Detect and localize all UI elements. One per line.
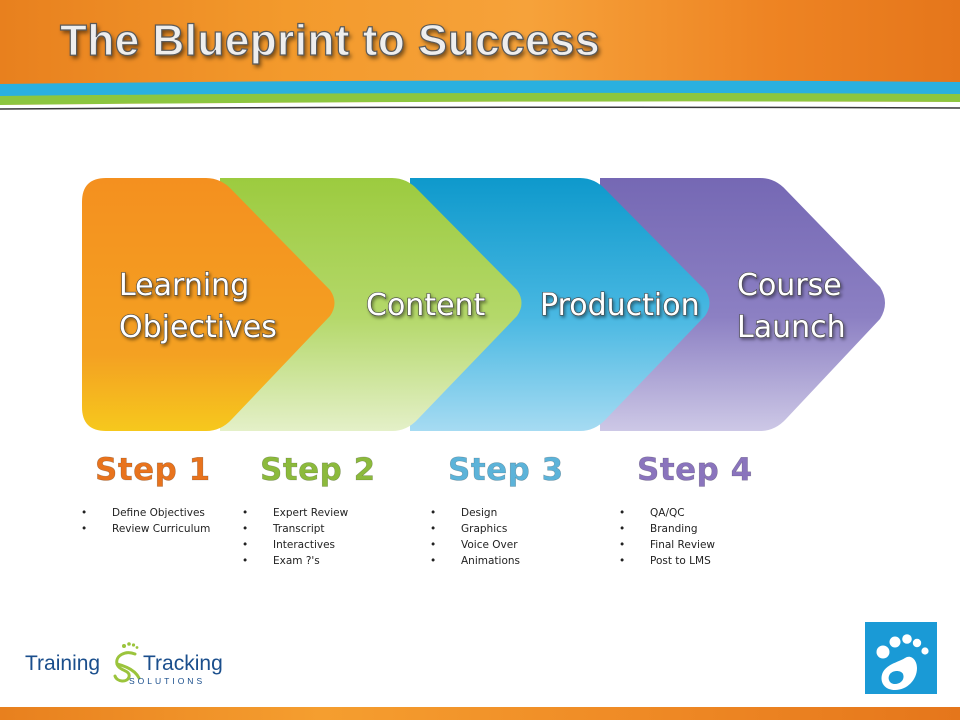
chevron-label: Launch [737, 310, 846, 345]
list-item: •Branding [619, 523, 698, 535]
list-item: •QA/QC [619, 507, 685, 519]
step-4-list: •QA/QC •Branding •Final Review •Post to … [619, 505, 715, 569]
list-item: •Interactives [242, 539, 336, 551]
chevron-learning-objectives [82, 178, 335, 431]
chevron-content [220, 178, 522, 431]
list-item: •Exam ?'s [242, 555, 320, 567]
footprint-ampersand-icon [113, 642, 141, 683]
list-item: •Review Curriculum [81, 523, 211, 535]
logo-word-tracking: Tracking [143, 652, 223, 675]
step-1-list: •Define Objectives •Review Curriculum [81, 505, 210, 537]
footprint-logo-icon [865, 622, 937, 694]
footer-banner [0, 707, 960, 720]
step-4-heading: Step 4 [637, 452, 753, 489]
step-1-heading: Step 1 [95, 452, 211, 489]
header-banner: The Blueprint to Success [0, 0, 960, 112]
company-logo: Training Tracking SOLUTIONS [25, 638, 225, 690]
list-item: •Define Objectives [81, 507, 205, 519]
list-item: •Design [430, 507, 498, 519]
chevron-label: Course [737, 268, 842, 303]
step-2-list: •Expert Review •Transcript •Interactives… [242, 505, 348, 569]
step-3-list: •Design •Graphics •Voice Over •Animation… [430, 505, 520, 569]
chevron-label: Content [366, 288, 486, 323]
logo-word-training: Training [25, 652, 101, 675]
page-title: The Blueprint to Success [59, 15, 601, 65]
list-item: •Voice Over [430, 539, 518, 551]
list-item: •Transcript [242, 523, 325, 535]
list-item: •Post to LMS [619, 555, 711, 567]
chevron-label: Learning [119, 268, 249, 303]
chevron-label: Objectives [119, 310, 277, 345]
list-item: •Final Review [619, 539, 715, 551]
list-item: •Animations [430, 555, 521, 567]
header-stripes [0, 80, 960, 112]
list-item: •Expert Review [242, 507, 349, 519]
step-2-heading: Step 2 [260, 452, 376, 489]
step-3-heading: Step 3 [448, 452, 564, 489]
chevron-label: Production [540, 288, 700, 323]
list-item: •Graphics [430, 523, 508, 535]
chevron-course-launch [600, 178, 885, 431]
logo-subtitle: SOLUTIONS [129, 676, 206, 686]
chevron-production [410, 178, 710, 431]
